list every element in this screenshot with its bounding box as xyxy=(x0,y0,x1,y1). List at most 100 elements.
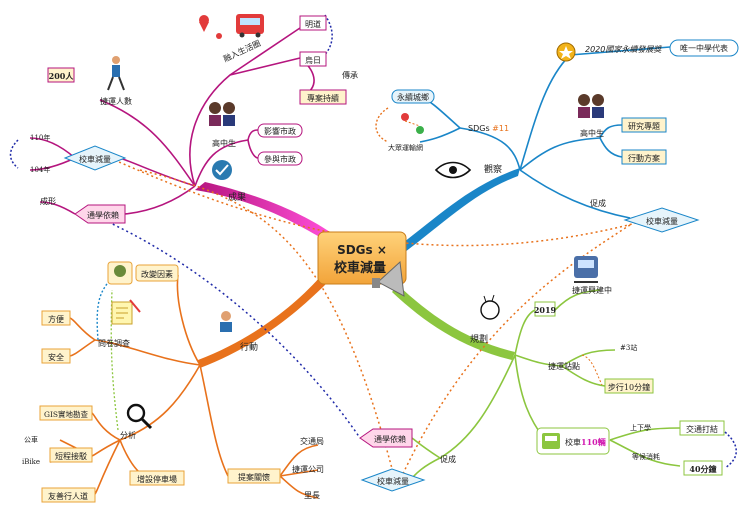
year-bracket xyxy=(9,139,19,169)
svg-text:步行10分鐘: 步行10分鐘 xyxy=(608,382,650,392)
svg-text:短程接駁: 短程接駁 xyxy=(55,451,87,461)
svg-text:明道: 明道 xyxy=(305,19,321,29)
node-minglu[interactable] xyxy=(299,15,327,31)
label-station: 捷運站點 xyxy=(548,361,580,371)
label-ibike: iBike xyxy=(22,458,40,466)
label-110: 110年 xyxy=(30,133,50,142)
label-shape: 成形 xyxy=(40,196,56,206)
node-project[interactable] xyxy=(299,89,347,105)
node-proposal[interactable] xyxy=(227,468,281,484)
label-wait: 等候消耗 xyxy=(632,452,660,461)
node-count[interactable] xyxy=(47,67,75,83)
node-year[interactable] xyxy=(534,301,556,317)
relation-reduce-3 xyxy=(399,224,631,481)
label-bus: 公車 xyxy=(24,435,38,444)
branch-action-line xyxy=(198,275,330,368)
label-inherit: 傳承 xyxy=(342,70,358,80)
svg-text:通學依賴: 通學依賴 xyxy=(374,434,406,444)
idea-head-icon xyxy=(480,294,500,320)
svg-text:改變因素: 改變因素 xyxy=(141,269,173,279)
label-analysis: 分析 xyxy=(120,430,136,440)
train-icon xyxy=(574,256,598,283)
label-schoolbus: 校車110輛 xyxy=(565,437,606,447)
svg-text:友善行人道: 友善行人道 xyxy=(48,491,88,501)
node-short[interactable] xyxy=(49,447,93,463)
node-jam[interactable] xyxy=(679,420,725,436)
plan-bracket xyxy=(724,431,737,469)
branch-plan-line xyxy=(392,285,515,360)
node-representative[interactable] xyxy=(669,39,739,57)
svg-text:安全: 安全 xyxy=(48,352,64,362)
node-plan[interactable] xyxy=(621,149,667,165)
branch-observe-label: 觀察 xyxy=(484,163,502,175)
node-40min[interactable] xyxy=(683,460,723,476)
svg-text:通學依賴: 通學依賴 xyxy=(87,210,119,220)
label-updown: 上下學 xyxy=(630,423,651,432)
node-reduce-observe[interactable] xyxy=(623,207,700,233)
label-metroco: 捷運公司 xyxy=(292,464,324,474)
svg-text:校車減量: 校車減量 xyxy=(377,476,409,486)
branch-achievement-line xyxy=(195,182,330,240)
label-sdgs: SDGs #11 xyxy=(468,124,509,133)
label-survey: 問卷調查 xyxy=(98,338,130,348)
checklist-icon xyxy=(111,299,141,325)
students-icon-2 xyxy=(578,94,604,118)
label-metro: 捷運人數 xyxy=(100,96,132,106)
svg-text:校車減量: 校車減量 xyxy=(79,154,111,164)
relation-reduce-2 xyxy=(139,169,396,481)
node-friendly[interactable] xyxy=(41,487,96,503)
plan-links xyxy=(411,289,681,479)
medal-icon xyxy=(556,42,576,62)
svg-text:2019: 2019 xyxy=(534,305,557,315)
center-line1: SDGs × xyxy=(337,243,387,257)
node-participate[interactable] xyxy=(257,151,303,166)
thinking-person-icon xyxy=(107,261,133,285)
node-safety[interactable] xyxy=(41,348,71,364)
label-mayor: 里長 xyxy=(304,491,320,500)
svg-text:專案持續: 專案持續 xyxy=(307,93,339,103)
svg-text:影響市政: 影響市政 xyxy=(264,126,296,136)
node-influence[interactable] xyxy=(257,123,303,138)
life-bracket xyxy=(321,14,333,59)
search-icon xyxy=(126,403,153,430)
location-pin-icon xyxy=(199,15,222,39)
schoolbus-icon xyxy=(542,433,560,449)
branch-action-label: 行動 xyxy=(240,341,258,353)
svg-text:參與市政: 參與市政 xyxy=(264,154,296,164)
node-stop[interactable] xyxy=(129,470,185,486)
node-walk[interactable] xyxy=(604,378,654,394)
svg-text:研究專題: 研究專題 xyxy=(628,121,660,131)
node-reduce-achievement[interactable] xyxy=(63,145,127,171)
svg-text:交通打結: 交通打結 xyxy=(686,424,718,434)
node-convenient[interactable] xyxy=(41,310,71,326)
node-dependence-achievement[interactable] xyxy=(74,204,126,224)
branch-plan-label: 規劃 xyxy=(470,333,488,345)
node-dependence-plan[interactable] xyxy=(359,428,413,448)
svg-text:唯一中學代表: 唯一中學代表 xyxy=(680,43,728,53)
node-city[interactable] xyxy=(391,89,435,104)
branch-observe-line xyxy=(400,168,520,252)
node-wuri[interactable] xyxy=(299,51,327,67)
label-traffic: 交通局 xyxy=(300,436,324,446)
relation-reduce-1 xyxy=(109,157,641,247)
svg-text:永續城鄉: 永續城鄉 xyxy=(397,92,429,102)
label-hs-observe: 高中生 xyxy=(580,128,604,138)
route-map-icon xyxy=(401,113,424,134)
eye-icon xyxy=(434,161,472,179)
walking-person-icon xyxy=(107,56,125,91)
label-life: 融入生活圈 xyxy=(222,38,262,64)
action-links xyxy=(49,274,319,499)
node-factor[interactable] xyxy=(135,264,179,282)
branch-achievement-label: 成果 xyxy=(228,191,246,203)
svg-text:200人: 200人 xyxy=(49,71,75,81)
label-104: 104年 xyxy=(30,165,50,174)
svg-text:40分鐘: 40分鐘 xyxy=(689,464,716,474)
label-hs: 高中生 xyxy=(212,138,236,148)
node-research[interactable] xyxy=(621,117,667,133)
node-reduce-plan[interactable] xyxy=(360,468,426,492)
node-gis[interactable] xyxy=(39,405,93,421)
label-num: #3站 xyxy=(620,343,637,352)
center-node[interactable] xyxy=(317,231,407,285)
